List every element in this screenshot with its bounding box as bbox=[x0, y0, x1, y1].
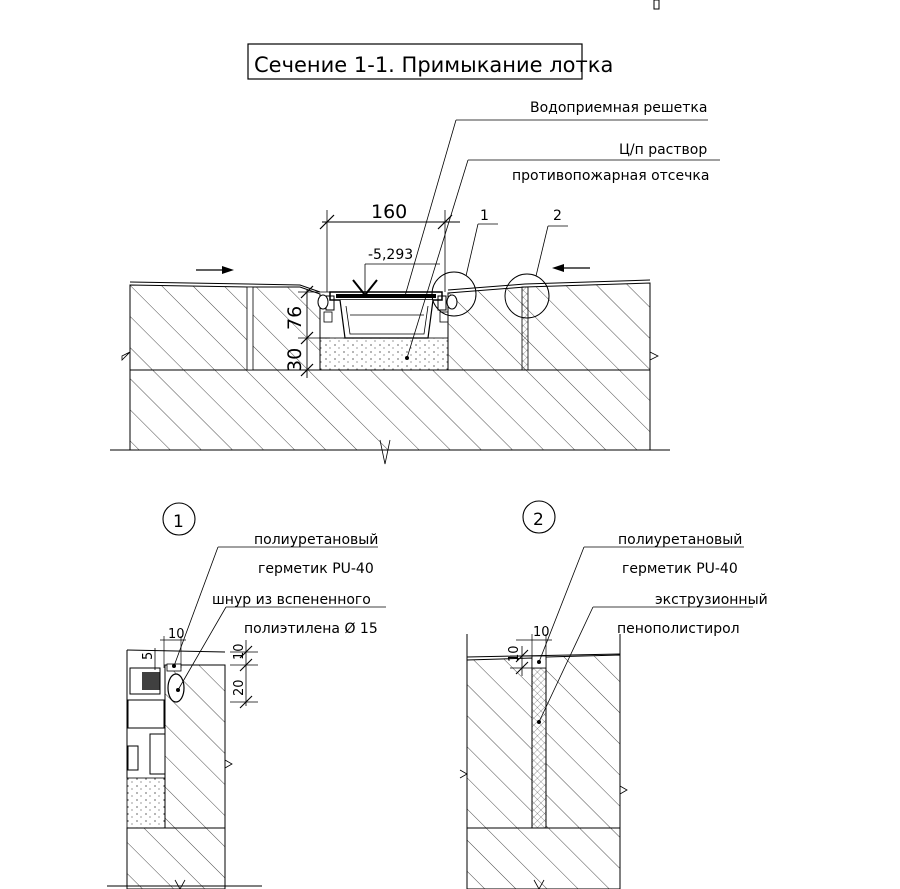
mortar-bed bbox=[319, 337, 449, 371]
level-mark-text: -5,293 bbox=[368, 247, 413, 263]
detail-1-number: 1 bbox=[173, 512, 184, 532]
callout-label-1: 1 bbox=[480, 208, 489, 224]
drainage-channel bbox=[317, 291, 458, 339]
detail-2: 2 10 10 полиуретановый герметик PU-40 эк… bbox=[459, 500, 768, 889]
detail-1-dim-10-top: 10 bbox=[168, 627, 185, 642]
detail-1-note-1: полиуретановый bbox=[254, 532, 378, 548]
detail-1-badge bbox=[162, 502, 196, 536]
foam-cord bbox=[167, 673, 185, 703]
detail-1-dim-5: 5 bbox=[141, 652, 156, 660]
dimension-width-text: 160 bbox=[371, 201, 407, 223]
detail-2-dim-10-top: 10 bbox=[533, 625, 550, 640]
detail-1-note-3: шнур из вспененного bbox=[212, 592, 371, 608]
callout-circle-1 bbox=[431, 271, 477, 317]
detail-2-note-2: герметик PU-40 bbox=[622, 561, 738, 577]
slope-arrow-left bbox=[196, 266, 234, 274]
detail-2-number: 2 bbox=[533, 510, 544, 530]
detail-2-badge bbox=[522, 500, 556, 534]
section-title: Сечение 1-1. Примыкание лотка bbox=[247, 43, 613, 80]
section-1-1: -5,293 160 76 30 bbox=[110, 100, 720, 465]
dimension-30-text: 30 bbox=[284, 348, 306, 372]
callout-label-2: 2 bbox=[553, 208, 562, 224]
leader-mortar: Ц/п раствор bbox=[619, 142, 707, 158]
dimension-vertical: 76 30 bbox=[284, 285, 330, 378]
slope-arrow-right bbox=[552, 264, 590, 272]
xps-insert bbox=[531, 667, 547, 829]
detail-1-note-2: герметик PU-40 bbox=[258, 561, 374, 577]
detail-1: 1 10 5 bbox=[107, 502, 386, 889]
detail-1-channel bbox=[126, 650, 166, 778]
joint-right bbox=[521, 286, 529, 371]
sheet-mark bbox=[653, 0, 660, 10]
detail-2-note-1: полиуретановый bbox=[618, 532, 742, 548]
section-title-text: Сечение 1-1. Примыкание лотка bbox=[254, 53, 613, 77]
joint-left bbox=[246, 286, 254, 371]
detail-2-note-3: экструзионный bbox=[655, 592, 768, 608]
dimension-width: 160 bbox=[319, 201, 460, 292]
leader-grate: Водоприемная решетка bbox=[530, 100, 707, 116]
detail-2-note-4: пенополистирол bbox=[617, 621, 740, 637]
detail-1-dim-10-right: 10 bbox=[232, 643, 247, 660]
level-mark-triangle bbox=[352, 279, 378, 297]
detail-1-dim-20: 20 bbox=[232, 679, 247, 696]
break-mark bbox=[379, 439, 391, 465]
base-slab bbox=[129, 369, 651, 451]
callout-circle-2 bbox=[504, 273, 550, 319]
dimension-76-text: 76 bbox=[284, 306, 306, 330]
detail-2-dim-10-side: 10 bbox=[507, 645, 522, 662]
leader-fire-barrier: противопожарная отсечка bbox=[512, 168, 709, 184]
detail-1-note-4: полиэтилена Ø 15 bbox=[244, 621, 378, 637]
